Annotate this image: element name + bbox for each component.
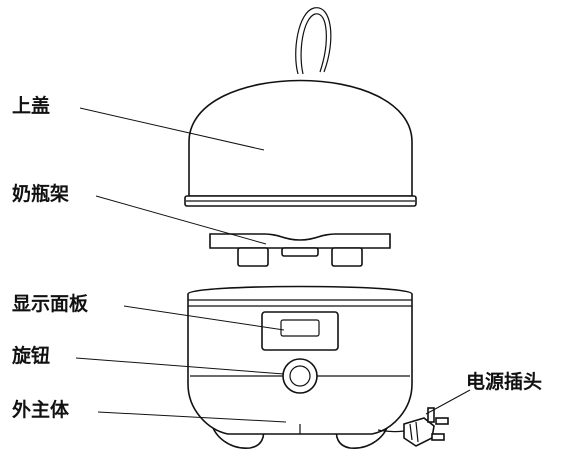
label-bottle-rack: 奶瓶架	[12, 182, 69, 205]
plug-prong-2	[435, 417, 449, 425]
bottle-rack-leg-left	[237, 247, 269, 267]
display-screen	[280, 319, 320, 337]
leader-display-panel	[123, 305, 285, 331]
label-power-plug: 电源插头	[466, 370, 542, 393]
plug-prong-1	[427, 407, 435, 423]
plug-prong-3	[431, 433, 445, 441]
bottle-rack-leg-right	[331, 247, 363, 267]
power-plug	[377, 407, 449, 447]
bottle-rack-leg-center	[281, 247, 319, 257]
leader-bottle-rack	[95, 195, 267, 245]
leader-knob	[75, 357, 285, 375]
main-body	[187, 285, 413, 449]
label-display-panel: 显示面板	[12, 292, 89, 315]
label-main-body: 外主体	[12, 398, 70, 421]
label-lid: 上盖	[12, 94, 50, 117]
bottle-rack-tray	[209, 233, 391, 249]
leader-power-plug	[425, 389, 471, 415]
lid-dome	[188, 79, 413, 197]
lid	[184, 7, 417, 207]
knob	[282, 358, 318, 394]
display-panel	[261, 311, 339, 351]
leader-lid	[79, 107, 265, 151]
leader-main-body	[97, 411, 287, 423]
label-knob: 旋钮	[11, 344, 50, 367]
lid-handle-loop-inner	[300, 13, 327, 75]
bottle-rack	[209, 233, 391, 267]
lid-handle-loop	[295, 7, 332, 75]
power-cord	[377, 429, 405, 433]
